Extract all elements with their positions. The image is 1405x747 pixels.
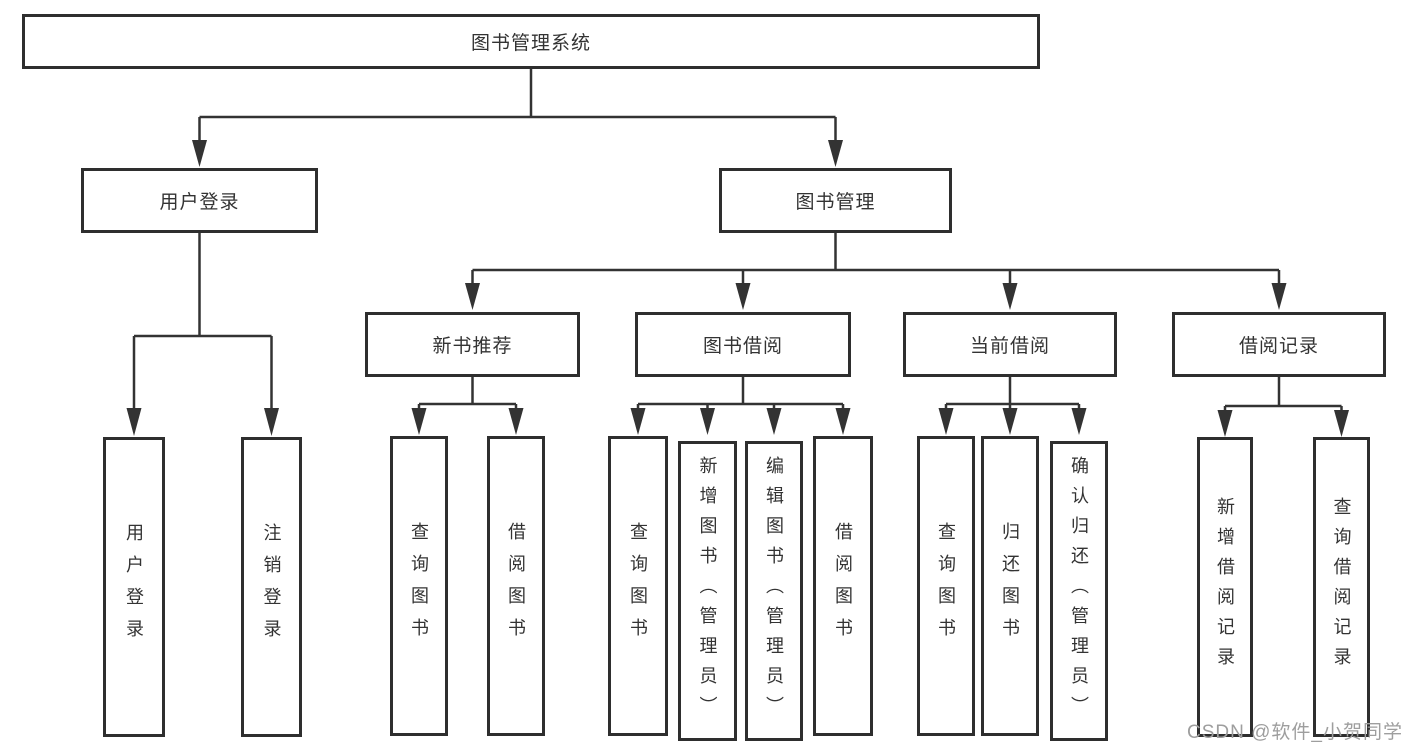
leaf-confirm-return-admin-label: 确认归还（管理员） [1069,456,1089,726]
node-book-borrowing-label: 图书借阅 [702,336,783,357]
leaf-return-book-label: 归还图书 [1000,522,1020,650]
leaf-borrow-book-recommend: 借阅图书 [487,436,545,736]
node-library-system-label: 图书管理系统 [470,33,591,54]
node-book-borrowing: 图书借阅 [635,312,851,377]
node-user-login-label: 用户登录 [159,192,240,213]
leaf-search-borrow-record: 查询借阅记录 [1313,437,1370,737]
node-book-management: 图书管理 [719,168,952,233]
leaf-search-book-recommend-label: 查询图书 [409,522,429,650]
leaf-borrow-book-borrowing: 借阅图书 [813,436,873,736]
node-current-borrowing: 当前借阅 [903,312,1117,377]
node-library-system: 图书管理系统 [22,14,1040,69]
leaf-search-book-borrowing: 查询图书 [608,436,668,736]
node-new-book-recommend: 新书推荐 [365,312,580,377]
leaf-edit-book-admin: 编辑图书（管理员） [745,441,803,741]
leaf-add-borrow-record-label: 新增借阅记录 [1215,497,1235,677]
leaf-confirm-return-admin: 确认归还（管理员） [1050,441,1108,741]
arrowheads [126,140,1349,437]
leaf-edit-book-admin-label: 编辑图书（管理员） [764,456,784,726]
leaf-search-book-current: 查询图书 [917,436,975,736]
leaf-user-login-label: 用户登录 [124,523,144,651]
node-book-management-label: 图书管理 [795,192,876,213]
leaf-search-borrow-record-label: 查询借阅记录 [1331,497,1352,677]
leaf-search-book-recommend: 查询图书 [390,436,448,736]
leaf-add-borrow-record: 新增借阅记录 [1197,437,1253,737]
leaf-return-book: 归还图书 [981,436,1039,736]
node-borrowing-records-label: 借阅记录 [1238,336,1319,357]
leaf-add-book-admin-label: 新增图书（管理员） [697,456,718,726]
node-new-book-recommend-label: 新书推荐 [432,336,513,357]
leaf-borrow-book-borrowing-label: 借阅图书 [833,522,853,650]
node-user-login: 用户登录 [81,168,318,233]
watermark: CSDN @软件_小贺同学 [1187,722,1403,743]
leaf-logout-label: 注销登录 [261,523,282,651]
leaf-user-login: 用户登录 [103,437,165,737]
leaf-add-book-admin: 新增图书（管理员） [678,441,737,741]
leaf-search-book-current-label: 查询图书 [936,522,956,650]
leaf-borrow-book-recommend-label: 借阅图书 [506,522,526,650]
node-borrowing-records: 借阅记录 [1172,312,1386,377]
leaf-logout: 注销登录 [241,437,302,737]
node-current-borrowing-label: 当前借阅 [969,336,1050,357]
leaf-search-book-borrowing-label: 查询图书 [628,522,648,650]
